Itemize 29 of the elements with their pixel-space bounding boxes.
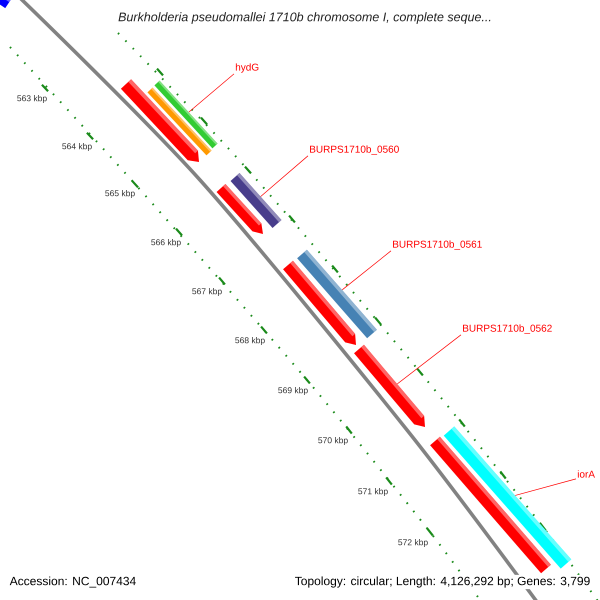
leader-line: [396, 334, 462, 384]
gene-label: iorA: [578, 470, 595, 478]
gene-label: hydG: [236, 63, 258, 73]
scale-label: 566 kbp: [151, 239, 181, 247]
scale-label: 569 kbp: [278, 387, 308, 395]
gene-feature: [354, 344, 425, 427]
gene-band: [0, 0, 11, 8]
scale-label: 568 kbp: [235, 337, 265, 345]
leader-line: [342, 250, 392, 290]
title: Burkholderia pseudomallei 1710b chromosome I, complete seque...: [118, 12, 490, 24]
footer-text: Topology: circular; Length: 4,126,292 bp; Genes: 3,799: [293, 574, 592, 590]
gene-band: [444, 426, 572, 569]
gene-label: BURPS1710b_0562: [463, 324, 552, 334]
leader-line: [514, 478, 576, 496]
footer-text: Accession: NC_007434: [8, 574, 138, 590]
gene-label: BURPS1710b_0561: [393, 240, 482, 250]
scale-label: 564 kbp: [62, 143, 92, 151]
scale-label: 565 kbp: [105, 190, 135, 198]
leader-line: [260, 155, 308, 197]
scale-label: 570 kbp: [318, 437, 348, 445]
leader-line: [188, 74, 234, 112]
gene-label: BURPS1710b_0560: [310, 145, 399, 155]
gene-band: [154, 80, 218, 148]
scale-label: 563 kbp: [17, 95, 47, 103]
scale-label: 571 kbp: [358, 488, 388, 496]
gene-band: [297, 250, 377, 338]
gene-band: [230, 173, 282, 228]
scale-label: 567 kbp: [192, 288, 222, 296]
scale-label: 572 kbp: [398, 539, 428, 547]
